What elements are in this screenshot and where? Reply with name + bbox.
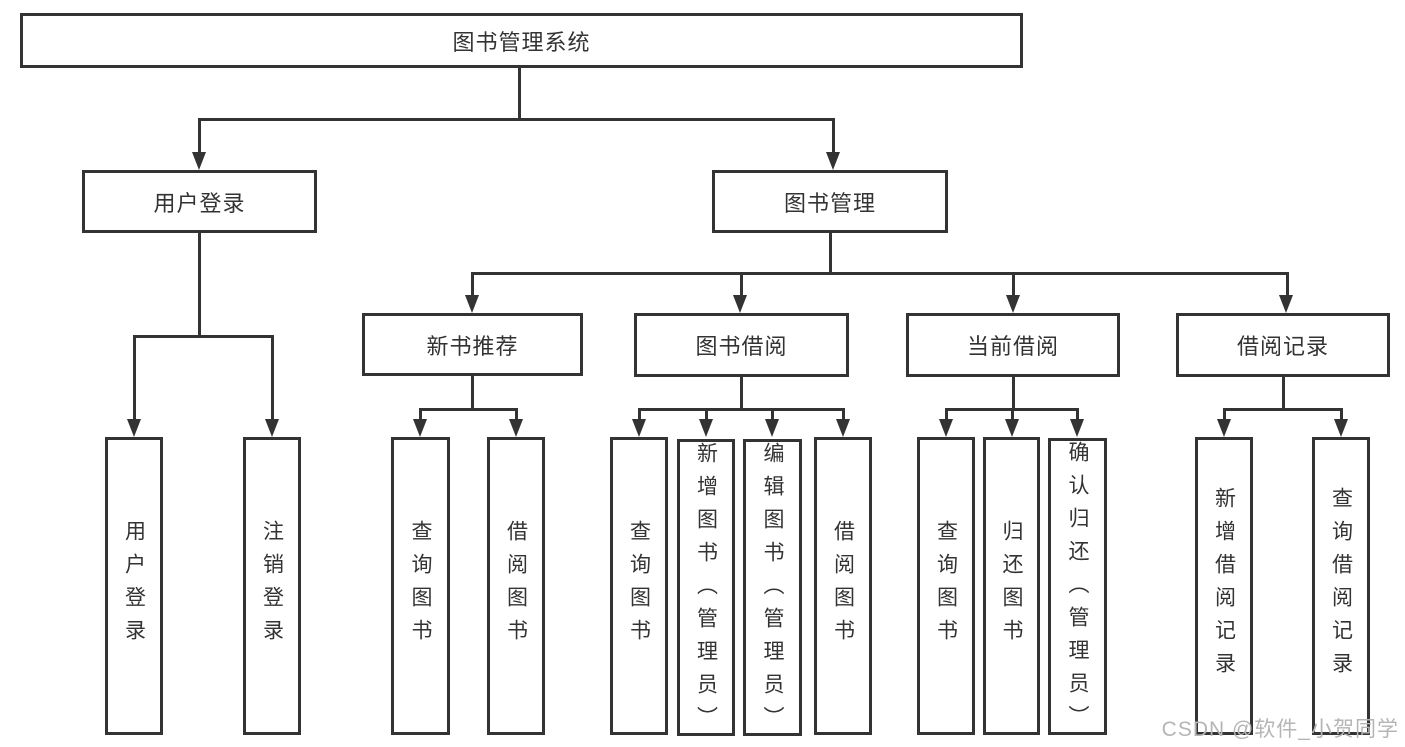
connector-drop xyxy=(419,408,422,423)
connector-arrowhead xyxy=(127,419,141,437)
connector-drop xyxy=(1223,408,1226,423)
connector-drop xyxy=(705,408,708,423)
connector-user-login-stem xyxy=(198,233,201,335)
connector-recommend-bar xyxy=(419,408,518,411)
connector-arrowhead xyxy=(1334,419,1348,437)
connector-arrowhead xyxy=(192,152,206,170)
connector-arrowhead xyxy=(1070,419,1084,437)
connector-book-mgmt-stem xyxy=(829,233,832,272)
connector-arrowhead xyxy=(699,419,713,437)
connector-book-mgmt-bar xyxy=(471,272,1289,275)
node-borrowing-borrow-book: 借阅图书 xyxy=(814,437,872,735)
connector-borrowing-stem xyxy=(740,377,743,408)
connector-arrowhead xyxy=(939,419,953,437)
connector-drop xyxy=(1340,408,1343,423)
node-records-add-record: 新增借阅记录 xyxy=(1195,437,1253,735)
node-recommend-borrow-book: 借阅图书 xyxy=(487,437,545,735)
node-book-management: 图书管理 xyxy=(712,170,948,233)
connector-arrowhead xyxy=(265,419,279,437)
connector-drop xyxy=(638,408,641,423)
node-recommend-query-book: 查询图书 xyxy=(391,437,450,735)
connector-drop xyxy=(945,408,948,423)
node-current-query-book: 查询图书 xyxy=(917,437,975,735)
node-current-confirm-return: 确认归还（管理员） xyxy=(1048,438,1107,738)
connector-drop xyxy=(133,335,136,425)
connector-drop xyxy=(271,335,274,425)
node-user-login: 用户登录 xyxy=(82,170,317,233)
connector-drop xyxy=(771,408,774,423)
connector-drop xyxy=(832,118,835,158)
node-current-return-book: 归还图书 xyxy=(983,437,1040,735)
connector-arrowhead xyxy=(733,295,747,313)
connector-records-stem xyxy=(1282,377,1285,408)
connector-arrowhead xyxy=(413,419,427,437)
connector-user-login-bar xyxy=(133,335,274,338)
connector-records-bar xyxy=(1223,408,1343,411)
connector-arrowhead xyxy=(1005,419,1019,437)
connector-drop xyxy=(515,408,518,423)
node-user-login-leaf: 用户登录 xyxy=(105,437,163,735)
connector-arrowhead xyxy=(765,419,779,437)
node-borrowing-records: 借阅记录 xyxy=(1176,313,1390,377)
connector-drop xyxy=(1011,408,1014,423)
connector-drop xyxy=(1076,408,1079,423)
connector-drop xyxy=(740,272,743,301)
connector-arrowhead xyxy=(465,295,479,313)
node-borrowing-add-book: 新增图书（管理员） xyxy=(677,439,735,739)
connector-arrowhead xyxy=(632,419,646,437)
connector-drop xyxy=(842,408,845,423)
connector-root-stem xyxy=(518,68,521,118)
connector-drop xyxy=(1286,272,1289,301)
csdn-watermark: CSDN @软件_小贺同学 xyxy=(1161,718,1399,741)
node-logout: 注销登录 xyxy=(243,437,301,735)
node-borrowing-edit-book: 编辑图书（管理员） xyxy=(743,439,802,739)
connector-current-stem xyxy=(1012,377,1015,408)
connector-arrowhead xyxy=(509,419,523,437)
connector-arrowhead xyxy=(1279,295,1293,313)
connector-root-bar xyxy=(198,118,835,121)
connector-arrowhead xyxy=(1006,295,1020,313)
connector-recommend-stem xyxy=(471,376,474,408)
node-book-borrowing: 图书借阅 xyxy=(634,313,849,377)
node-records-query-record: 查询借阅记录 xyxy=(1312,437,1370,735)
connector-borrowing-bar xyxy=(638,408,845,411)
node-borrowing-query-book: 查询图书 xyxy=(610,437,668,735)
connector-arrowhead xyxy=(836,419,850,437)
node-current-borrowing: 当前借阅 xyxy=(906,313,1120,377)
connector-arrowhead xyxy=(826,152,840,170)
connector-drop xyxy=(471,272,474,301)
node-library-system: 图书管理系统 xyxy=(20,13,1023,68)
node-new-book-recommendation: 新书推荐 xyxy=(362,313,583,376)
connector-arrowhead xyxy=(1217,419,1231,437)
connector-drop xyxy=(1012,272,1015,301)
connector-drop xyxy=(198,118,201,158)
